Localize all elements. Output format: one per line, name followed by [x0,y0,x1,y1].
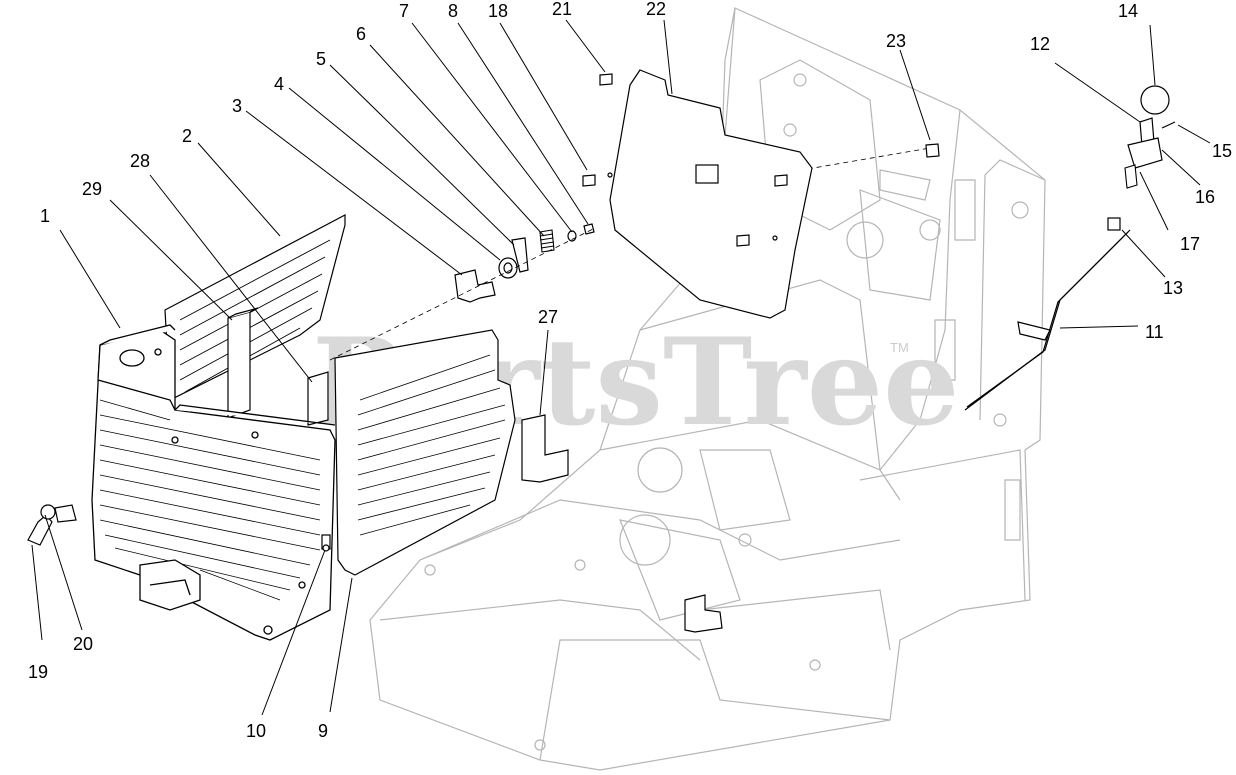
nut-part-23 [925,143,940,158]
clip-part-13 [1017,217,1121,341]
callout-2: 2 [182,126,192,146]
callout-3: 3 [232,96,242,116]
callout-29: 29 [82,179,102,199]
callout-5: 5 [316,49,326,69]
latch-pin-part-10 [321,534,331,552]
callout-9: 9 [318,721,328,741]
callout-20: 20 [73,634,93,654]
cover-plate-part-22 [607,69,813,319]
callout-27: 27 [538,307,558,327]
assembly-lines [329,147,931,361]
callout-10: 10 [246,721,266,741]
washer-part-4 [498,257,518,279]
knob-part-14 [1140,85,1170,115]
callout-11: 11 [1145,322,1164,342]
watermark-trademark: TM [890,340,909,355]
frame-bracket [684,594,723,633]
side-screen-part-9 [334,329,516,576]
foam-block-part-27 [521,414,569,483]
callout-16: 16 [1195,187,1215,207]
spring-part-17 [1124,164,1138,189]
callout-23: 23 [886,31,906,51]
callout-7: 7 [399,1,409,21]
callout-4: 4 [274,74,284,94]
callout-21: 21 [552,0,572,19]
foam-block-part-29 [227,307,259,419]
callout-12: 12 [1030,34,1050,54]
callout-22: 22 [646,0,666,19]
callout-1: 1 [40,206,50,226]
callout-15: 15 [1212,141,1232,161]
callout-6: 6 [356,24,366,44]
bolt-part-8 [583,223,595,235]
foam-block-part-28 [307,371,329,426]
chassis-frame [369,7,1046,771]
callout-28: 28 [130,151,150,171]
callout-13: 13 [1163,278,1183,298]
rod-part-11 [964,229,1131,411]
pin-part-15 [1161,121,1176,129]
callout-8: 8 [448,1,458,21]
nut-part-20 [40,504,77,523]
callout-19: 19 [28,662,48,682]
bolt-part-21 [582,73,788,247]
bracket-part-16 [1127,137,1163,169]
main-housing-part-1 [91,324,336,641]
callout-17: 17 [1180,234,1200,254]
callout-18: 18 [488,1,508,21]
leader-lines [31,19,1211,716]
callout-14: 14 [1118,1,1138,21]
latch-plate-part-3 [454,269,496,303]
callout-labels: 1 2 3 4 5 6 7 8 9 10 11 12 13 14 15 16 1… [28,0,1232,741]
